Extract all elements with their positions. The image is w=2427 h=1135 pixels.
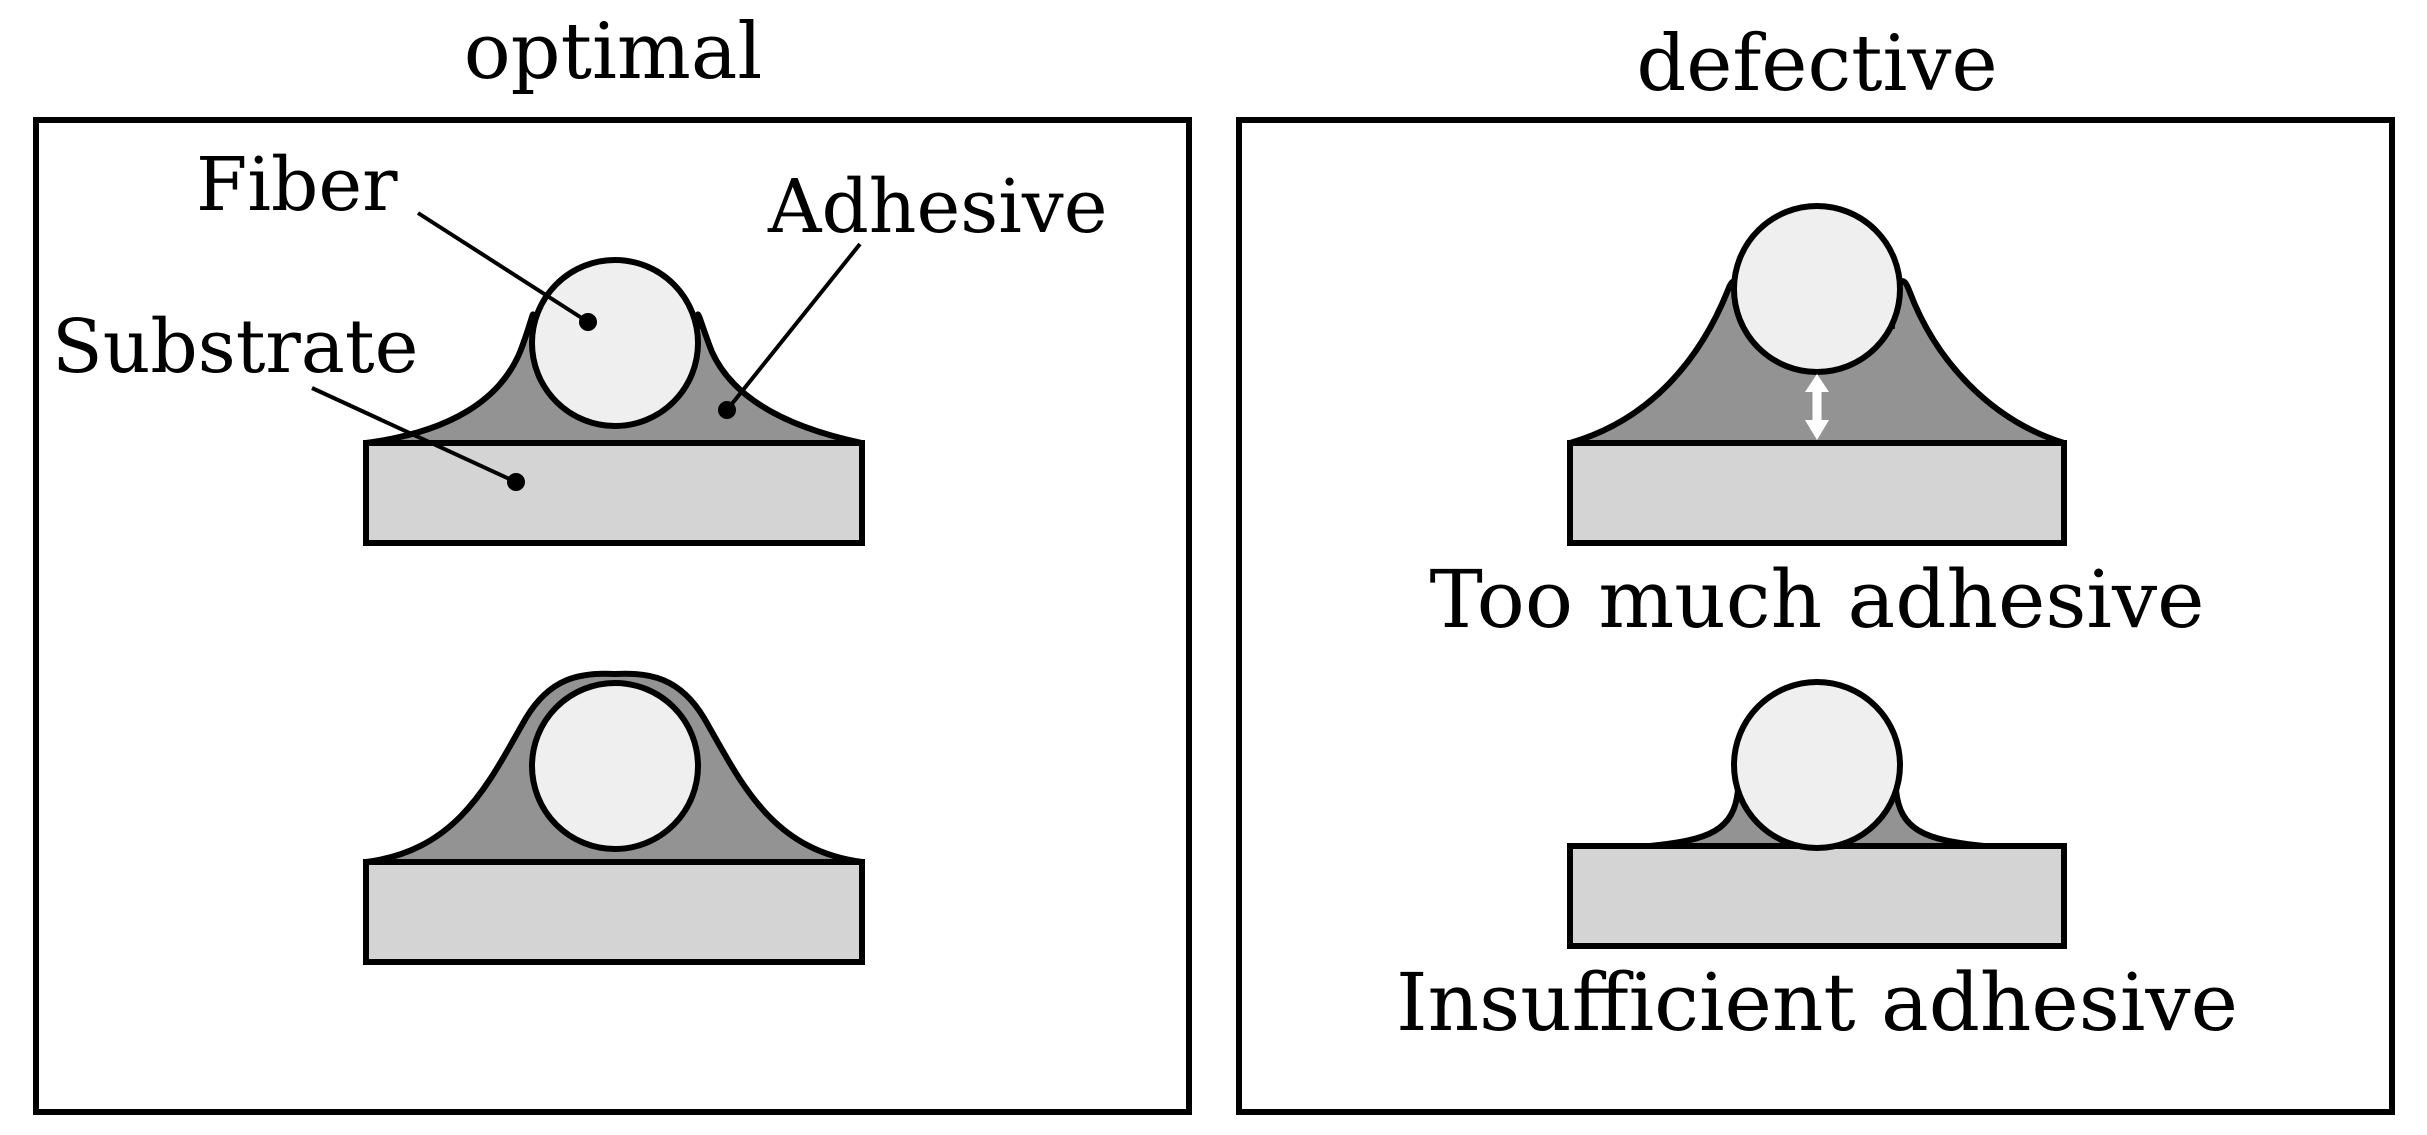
adhesive-label: Adhesive bbox=[767, 164, 1108, 250]
substrate-leader-dot bbox=[507, 473, 525, 491]
optimal-example-labeled: Fiber Adhesive Substrate bbox=[52, 142, 1108, 546]
fiber-circle bbox=[529, 257, 701, 429]
fiber-circle bbox=[1731, 679, 1903, 851]
substrate-block bbox=[363, 859, 865, 965]
substrate-label: Substrate bbox=[52, 304, 418, 390]
fiber-circle bbox=[1731, 203, 1903, 375]
caption-insufficient-adhesive: Insufficient adhesive bbox=[1396, 956, 2238, 1049]
defective-panel-frame bbox=[1236, 117, 2395, 1115]
substrate-block bbox=[1567, 843, 2067, 949]
adhesive-leader-dot bbox=[718, 401, 736, 419]
too-much-adhesive-example bbox=[1567, 203, 2067, 546]
fiber-leader-dot bbox=[579, 313, 597, 331]
fiber-leader-line bbox=[416, 211, 590, 324]
insufficient-adhesive-example bbox=[1567, 679, 2067, 949]
caption-too-much-adhesive: Too much adhesive bbox=[1430, 553, 2205, 646]
gap-arrow-icon bbox=[1805, 374, 1829, 440]
substrate-leader-line bbox=[311, 386, 517, 484]
adhesive-leader-line bbox=[725, 242, 862, 412]
substrate-block bbox=[1567, 440, 2067, 546]
panel-title-defective: defective bbox=[1636, 19, 1997, 109]
optimal-panel-frame bbox=[33, 117, 1192, 1115]
optimal-example-covered bbox=[363, 670, 865, 965]
fiber-label: Fiber bbox=[196, 142, 398, 228]
panel-title-optimal: optimal bbox=[464, 7, 763, 97]
substrate-block bbox=[363, 440, 865, 546]
fiber-circle bbox=[529, 680, 701, 852]
